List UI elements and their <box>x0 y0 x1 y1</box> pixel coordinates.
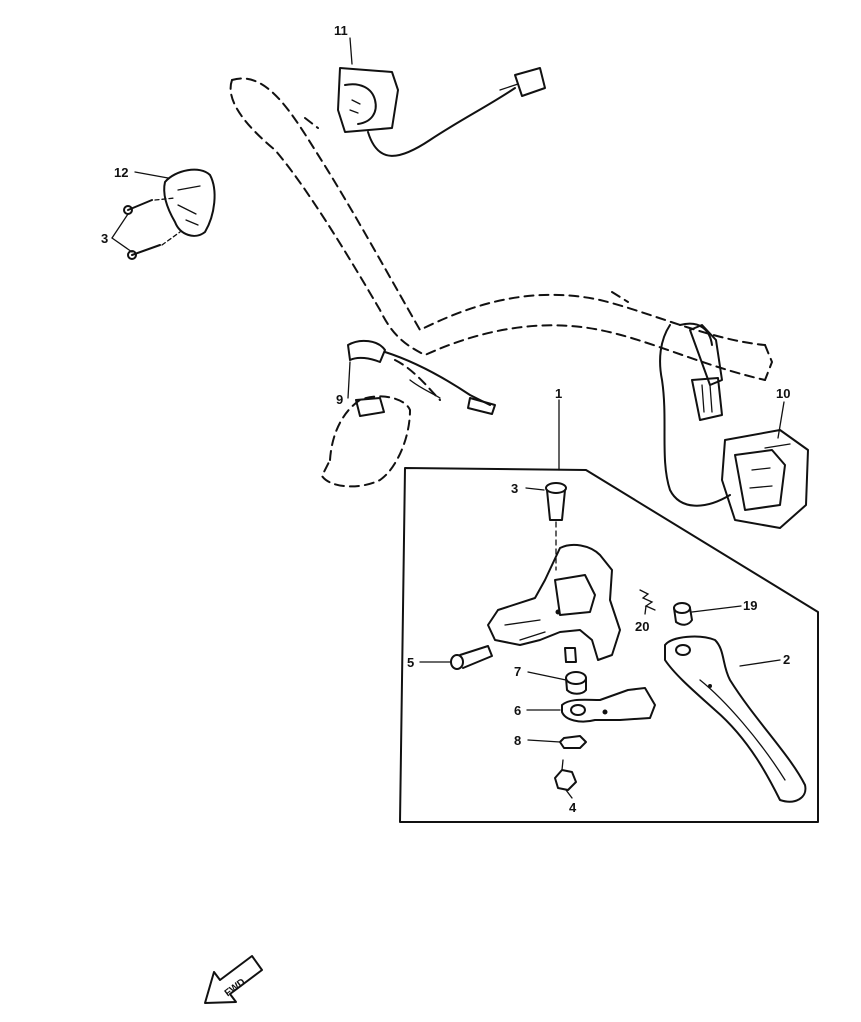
part-12-switch-housing <box>123 168 216 260</box>
callout-11: 11 <box>334 23 348 38</box>
part-19-cap <box>673 602 693 626</box>
callout-3-upper: 3 <box>101 231 108 246</box>
callout-9: 9 <box>336 392 343 407</box>
fwd-label: FWD <box>223 977 248 999</box>
part-10-switch-housing <box>659 322 809 529</box>
callout-labels: 11 12 3 9 10 1 3 5 7 6 8 4 20 19 2 <box>101 23 790 815</box>
callout-10: 10 <box>776 386 790 401</box>
callout-1: 1 <box>555 386 562 401</box>
callout-7: 7 <box>514 664 521 679</box>
callout-12: 12 <box>114 165 128 180</box>
part-2-brake-lever <box>664 635 807 803</box>
part-9-clamp <box>347 339 496 417</box>
part-5-pivot-bolt <box>450 645 493 670</box>
part-1-lever-holder <box>487 543 621 663</box>
callout-4: 4 <box>569 800 577 815</box>
part-6-link-arm <box>561 687 656 723</box>
leader-lines <box>111 37 785 799</box>
callout-2: 2 <box>783 652 790 667</box>
part-11-switch <box>337 67 546 157</box>
assembly-box <box>399 467 819 823</box>
part-20-spring <box>639 589 656 611</box>
part-7-collar <box>565 671 587 695</box>
callout-19: 19 <box>743 598 757 613</box>
part-3-bolt <box>545 482 567 571</box>
callout-6: 6 <box>514 703 521 718</box>
part-8-washer <box>559 735 587 749</box>
handlebar-outline <box>229 77 774 488</box>
callout-5: 5 <box>407 655 414 670</box>
fwd-arrow-icon: FWD <box>204 955 263 1004</box>
callout-3-lower: 3 <box>511 481 518 496</box>
part-4-nut <box>554 759 577 791</box>
callout-20: 20 <box>635 619 649 634</box>
callout-8: 8 <box>514 733 521 748</box>
